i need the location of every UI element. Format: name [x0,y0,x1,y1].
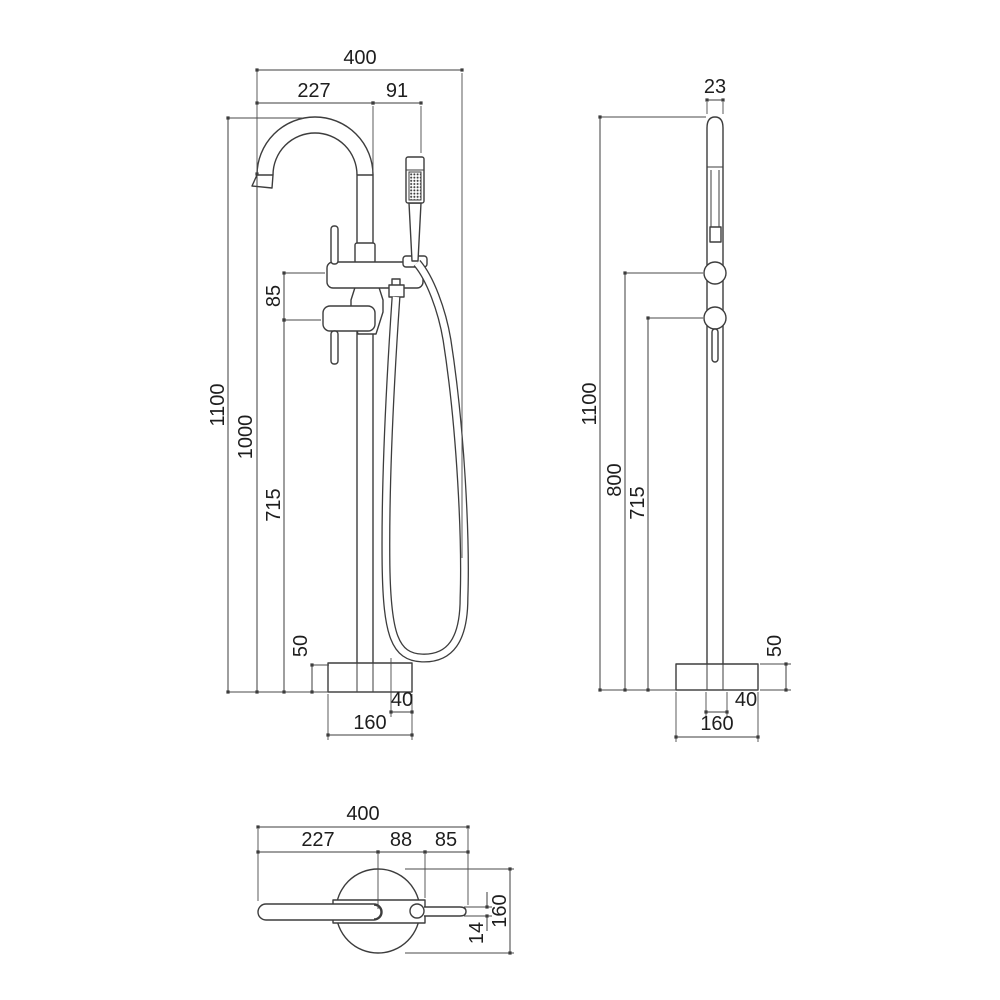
front-view-dimensions: 400 227 91 1100 1000 85 715 50 40 160 [207,47,464,740]
lower-handle-side [703,306,727,330]
side-view-object [600,116,759,691]
dim-label-front-overall-height: 1100 [207,383,229,426]
base-plate-front [327,662,413,693]
lever-side [711,328,719,363]
dim-label-front-base-offset: 40 [391,689,413,711]
dim-label-front-base-height: 50 [290,635,312,657]
base-plate-side [675,663,759,691]
column-pipe-side [706,116,724,664]
dim-label-front-spout-height: 1000 [235,415,257,460]
gooseneck-spout-outer [256,116,374,176]
dim-label-side-overall-height: 1100 [579,382,601,425]
spout-top [424,906,467,917]
side-view: 23 1100 800 715 50 40 160 [579,76,791,742]
shower-hose-inner [382,260,468,662]
dim-label-top-handle-projection: 227 [301,829,334,851]
dim-label-side-lower-valve-height: 715 [627,486,649,519]
dim-label-side-upper-valve-height: 800 [604,463,626,496]
front-view-object [228,116,469,693]
dim-label-front-base-diameter: 160 [353,712,386,734]
dim-label-side-base-height: 50 [764,635,786,657]
upper-handle-lever [330,225,339,265]
handle-lever-top [257,903,383,921]
dim-label-front-handle-spacing: 85 [263,285,285,307]
riser-collar [354,242,376,264]
dim-label-front-handshower-projection: 91 [386,80,408,102]
side-view-dimensions: 23 1100 800 715 50 40 160 [579,76,791,742]
handshower-spray-face [408,171,422,201]
dim-label-top-spout-projection: 85 [435,829,457,851]
dim-label-top-overall-width: 400 [346,803,379,825]
hose-nut [388,284,405,298]
lower-handle-lever [330,330,339,365]
spout-base-side [709,226,722,243]
dim-label-top-spout-width: 14 [466,922,488,944]
top-view-dimensions: 400 227 88 85 160 14 [256,803,514,955]
dim-label-side-base-offset: 40 [735,689,757,711]
dim-label-side-base-diameter: 160 [700,713,733,735]
dim-label-front-overall-width: 400 [343,47,376,69]
spout-joint-top [409,903,425,919]
handle-lever-cap [373,904,382,920]
lower-valve-bar [322,305,376,332]
dim-label-side-handshower-width: 23 [704,76,726,98]
top-view: 400 227 88 85 160 14 [256,803,514,955]
dim-label-top-base-diameter: 160 [489,894,511,927]
upper-handle-side [703,261,727,285]
dim-label-front-lower-handle-height: 715 [263,488,285,521]
top-view-object [257,868,467,954]
gooseneck-spout-inner [272,132,358,176]
front-view: 400 227 91 1100 1000 85 715 50 40 160 [207,47,469,740]
dim-label-top-valve-body-width: 88 [390,829,412,851]
dim-label-front-spout-projection: 227 [297,80,330,102]
